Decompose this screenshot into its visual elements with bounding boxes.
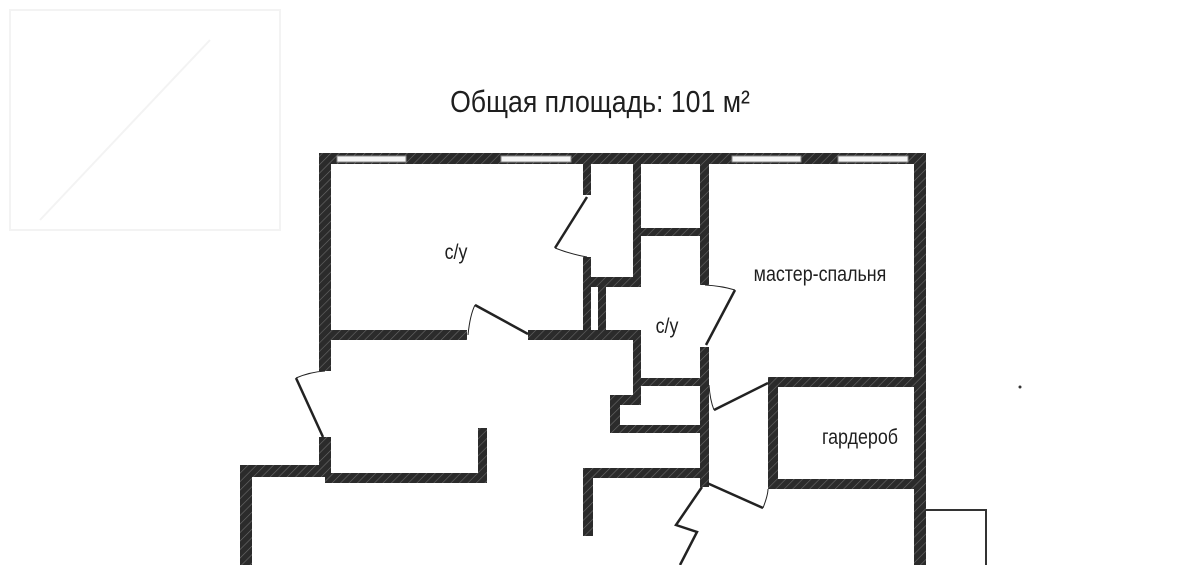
marker-dot bbox=[1018, 385, 1022, 389]
walls bbox=[240, 153, 926, 565]
total-area-title: Общая площадь: 101 м² bbox=[450, 84, 750, 119]
windows bbox=[336, 155, 909, 163]
watermark bbox=[9, 9, 281, 231]
room-label-bathroom-2: с/у bbox=[655, 315, 679, 338]
room-label-master-bedroom: мастер-спальня bbox=[753, 263, 887, 286]
doors bbox=[294, 196, 769, 565]
room-label-bathroom-1: с/у bbox=[444, 241, 468, 264]
balcony bbox=[926, 509, 987, 565]
room-label-wardrobe: гардероб bbox=[822, 426, 898, 449]
